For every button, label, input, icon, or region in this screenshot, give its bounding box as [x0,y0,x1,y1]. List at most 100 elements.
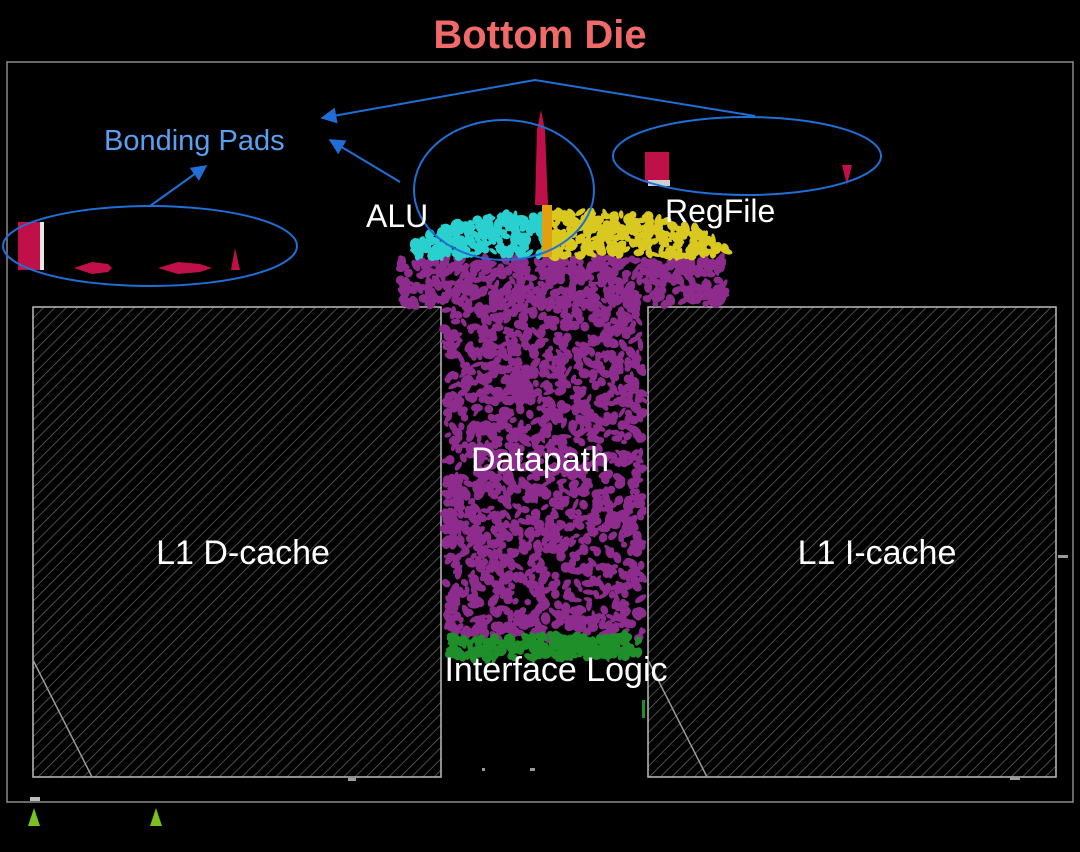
std-cell [435,264,444,275]
std-cell [524,292,531,299]
std-cell [563,579,571,587]
std-cell [627,649,636,658]
std-cell [617,430,625,438]
std-cell [580,245,587,257]
std-cell [528,280,535,290]
std-cell [504,335,511,345]
std-cell [514,508,523,519]
std-cell [604,503,614,515]
std-cell [608,590,616,599]
std-cell [582,477,592,485]
std-cell [489,370,498,379]
bonding-pad-marker [231,248,240,270]
std-cell [541,541,550,548]
std-cell [559,436,568,446]
std-cell [513,319,524,330]
std-cell [523,382,534,393]
std-cell [445,455,455,465]
std-cell [547,464,556,471]
std-cell [539,380,549,388]
std-cell [528,390,536,405]
std-cell [625,576,632,583]
std-cell [671,286,681,295]
std-cell [580,638,590,649]
std-cell [688,247,698,257]
std-cell [567,208,576,218]
std-cell [530,357,541,369]
std-cell [510,654,518,662]
std-cell [490,267,503,278]
std-cell [540,612,551,625]
std-cell [507,625,517,635]
std-cell [487,413,496,422]
std-cell [492,525,505,533]
std-cell [448,399,458,413]
std-cell [601,489,609,499]
std-cell [551,507,559,518]
std-cell [577,651,584,658]
std-cell [632,264,641,275]
std-cell [472,468,481,477]
std-cell [524,598,531,606]
std-cell [465,534,474,543]
std-cell [487,505,495,511]
std-cell [576,618,585,625]
std-cell [498,509,507,517]
std-cell [617,420,627,431]
std-cell [595,394,607,401]
std-cell [705,288,716,298]
std-cell [457,241,468,252]
std-cell [595,637,606,646]
std-cell [470,627,480,634]
std-cell [634,647,643,658]
std-cell [605,613,614,619]
std-cell [482,463,490,471]
std-cell [575,257,584,266]
std-cell [721,279,728,291]
std-cell [553,209,561,219]
std-cell [708,297,716,305]
std-cell [418,294,430,303]
std-cell [592,575,602,586]
std-cell [628,255,636,263]
std-cell [508,380,515,389]
std-cell [627,480,633,488]
std-cell [521,304,527,317]
std-cell [459,406,468,414]
std-cell [541,634,548,642]
std-cell [526,409,534,420]
std-cell [613,584,623,595]
std-cell [518,543,525,551]
bonding-pad-marker [158,262,212,274]
std-cell [609,242,618,257]
std-cell [562,332,572,342]
std-cell [633,481,640,489]
std-cell [488,434,493,440]
std-cell [473,260,483,270]
std-cell [526,451,535,461]
std-cell [633,248,645,257]
std-cell [531,286,541,295]
std-cell [596,443,603,453]
std-cell [452,552,463,564]
std-cell [501,302,512,310]
std-cell [629,415,640,425]
std-cell [443,233,453,240]
std-cell [554,600,563,610]
std-cell [463,480,474,488]
std-cell [505,433,515,443]
l1-dcache-block [32,306,442,778]
std-cell [476,310,486,319]
std-cell [569,471,580,481]
std-cell [609,324,620,336]
std-cell [664,274,673,284]
std-cell [583,227,593,237]
std-cell [395,275,405,284]
std-cell [481,547,490,557]
std-cell [590,360,604,370]
std-cell [460,318,467,327]
std-cell [605,621,613,628]
std-cell [485,274,493,286]
std-cell [504,573,513,583]
std-cell [488,342,499,349]
